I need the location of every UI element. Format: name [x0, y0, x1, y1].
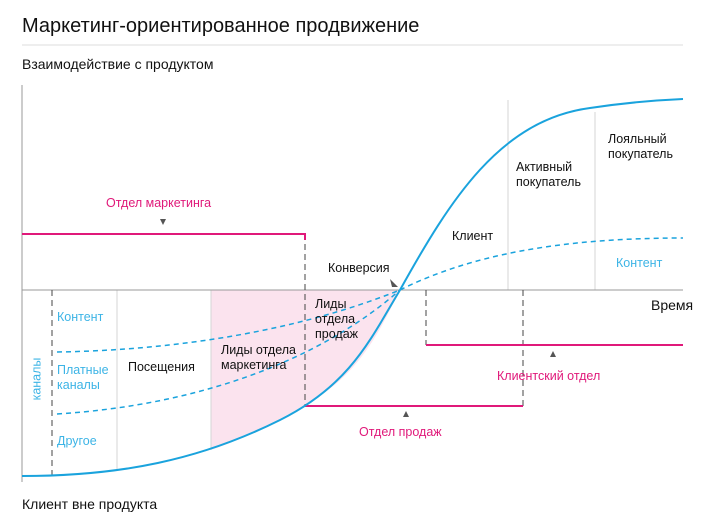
channel-other: Другое: [57, 434, 97, 448]
stage-marketing-leads: Лиды отдела маркетинга: [221, 343, 296, 372]
stage-conversion: Конверсия: [328, 261, 390, 275]
channel-curves: [56, 237, 684, 415]
sales-dept-label: Отдел продаж: [359, 425, 442, 439]
channels-group-label: каналы: [29, 357, 44, 401]
dashed-markers: [51, 234, 524, 476]
arrow-icons: [160, 219, 556, 417]
stage-sales-leads: Лиды отдела продаж: [315, 297, 359, 341]
marketing-dept-label: Отдел маркетинга: [106, 196, 212, 210]
stage-loyal-buyer: Лояльный покупатель: [608, 132, 673, 161]
y-axis-bottom-label: Клиент вне продукта: [22, 496, 158, 512]
arrow-up-icon: [550, 351, 556, 357]
client-dept-label: Клиентский отдел: [497, 369, 601, 383]
page-title: Маркетинг-ориентированное продвижение: [22, 15, 420, 37]
stage-visits: Посещения: [128, 360, 195, 374]
channel-paid: Платные каналы: [57, 363, 109, 392]
department-lines: [22, 233, 683, 407]
stage-active-buyer: Активный покупатель: [516, 160, 581, 189]
arrow-down-icon: [160, 219, 166, 225]
channel-content: Контент: [57, 310, 104, 324]
stage-client: Клиент: [452, 229, 494, 243]
y-axis-top-label: Взаимодействие с продуктом: [22, 56, 214, 72]
arrow-up-icon: [403, 411, 409, 417]
arrow-diagonal-icon: [390, 279, 398, 287]
channel-content-after: Контент: [616, 256, 663, 270]
stage-separators: [116, 100, 596, 470]
x-axis-label: Время: [651, 297, 694, 313]
engagement-curve: [21, 98, 684, 477]
